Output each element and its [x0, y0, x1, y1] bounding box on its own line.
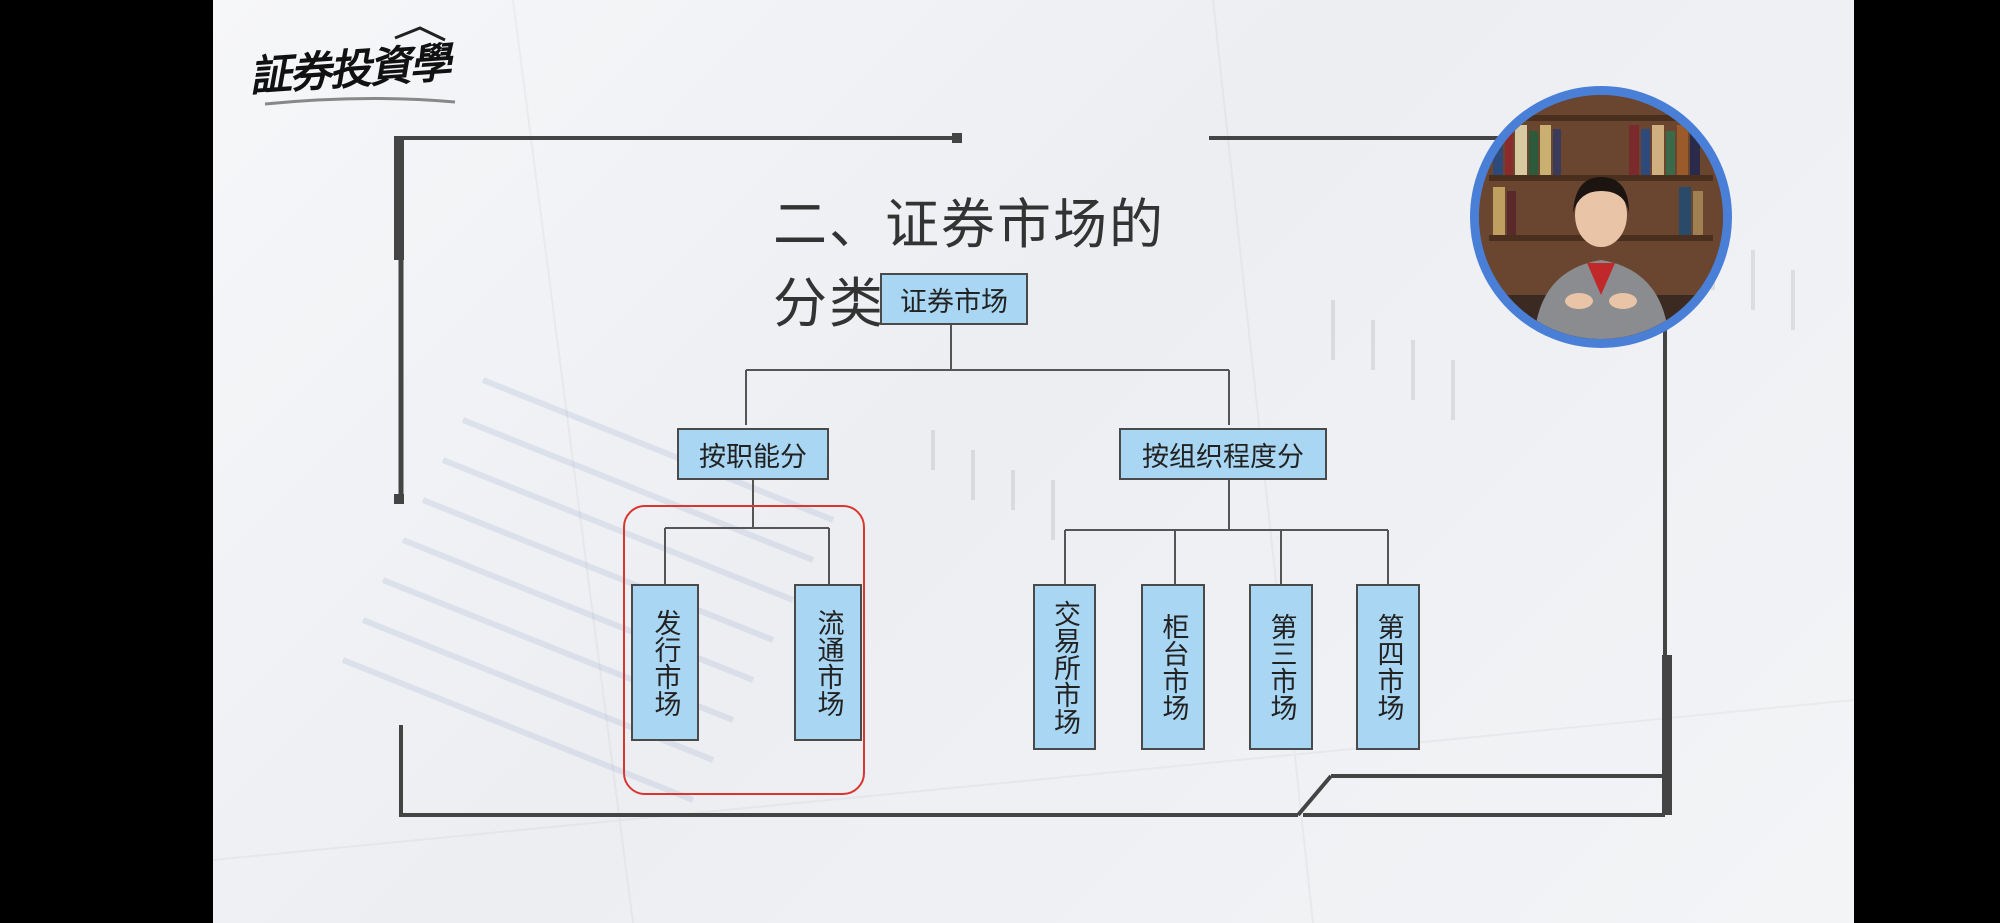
presenter-video-icon: [1479, 95, 1723, 339]
page-title: 二、证券市场的分类: [773, 193, 1165, 335]
node-by-function: 按职能分: [677, 428, 829, 480]
node-exchange-market: 交易所市场: [1033, 584, 1096, 750]
node-otc-market: 柜台市场: [1141, 584, 1205, 750]
background-chart-art: [213, 0, 1854, 923]
highlight-box: [623, 505, 865, 795]
node-circulation-market: 流通市场: [794, 584, 862, 741]
slide-frame: [394, 133, 1672, 817]
node-issuing-market: 发行市场: [631, 584, 699, 741]
diagram-connectors: [664, 325, 1389, 584]
logo: 証券投資學: [245, 26, 475, 116]
node-by-organization: 按组织程度分: [1119, 428, 1327, 480]
logo-underline-icon: [264, 26, 456, 106]
node-root: 证券市场: [880, 273, 1028, 325]
node-third-market: 第三市场: [1249, 584, 1313, 750]
node-fourth-market: 第四市场: [1356, 584, 1420, 750]
slide: 証券投資學 二、证券市场的分类 证券市场 按职能分 按组织程度分 发行市场 流通…: [213, 0, 1854, 923]
presenter-video[interactable]: [1470, 86, 1732, 348]
